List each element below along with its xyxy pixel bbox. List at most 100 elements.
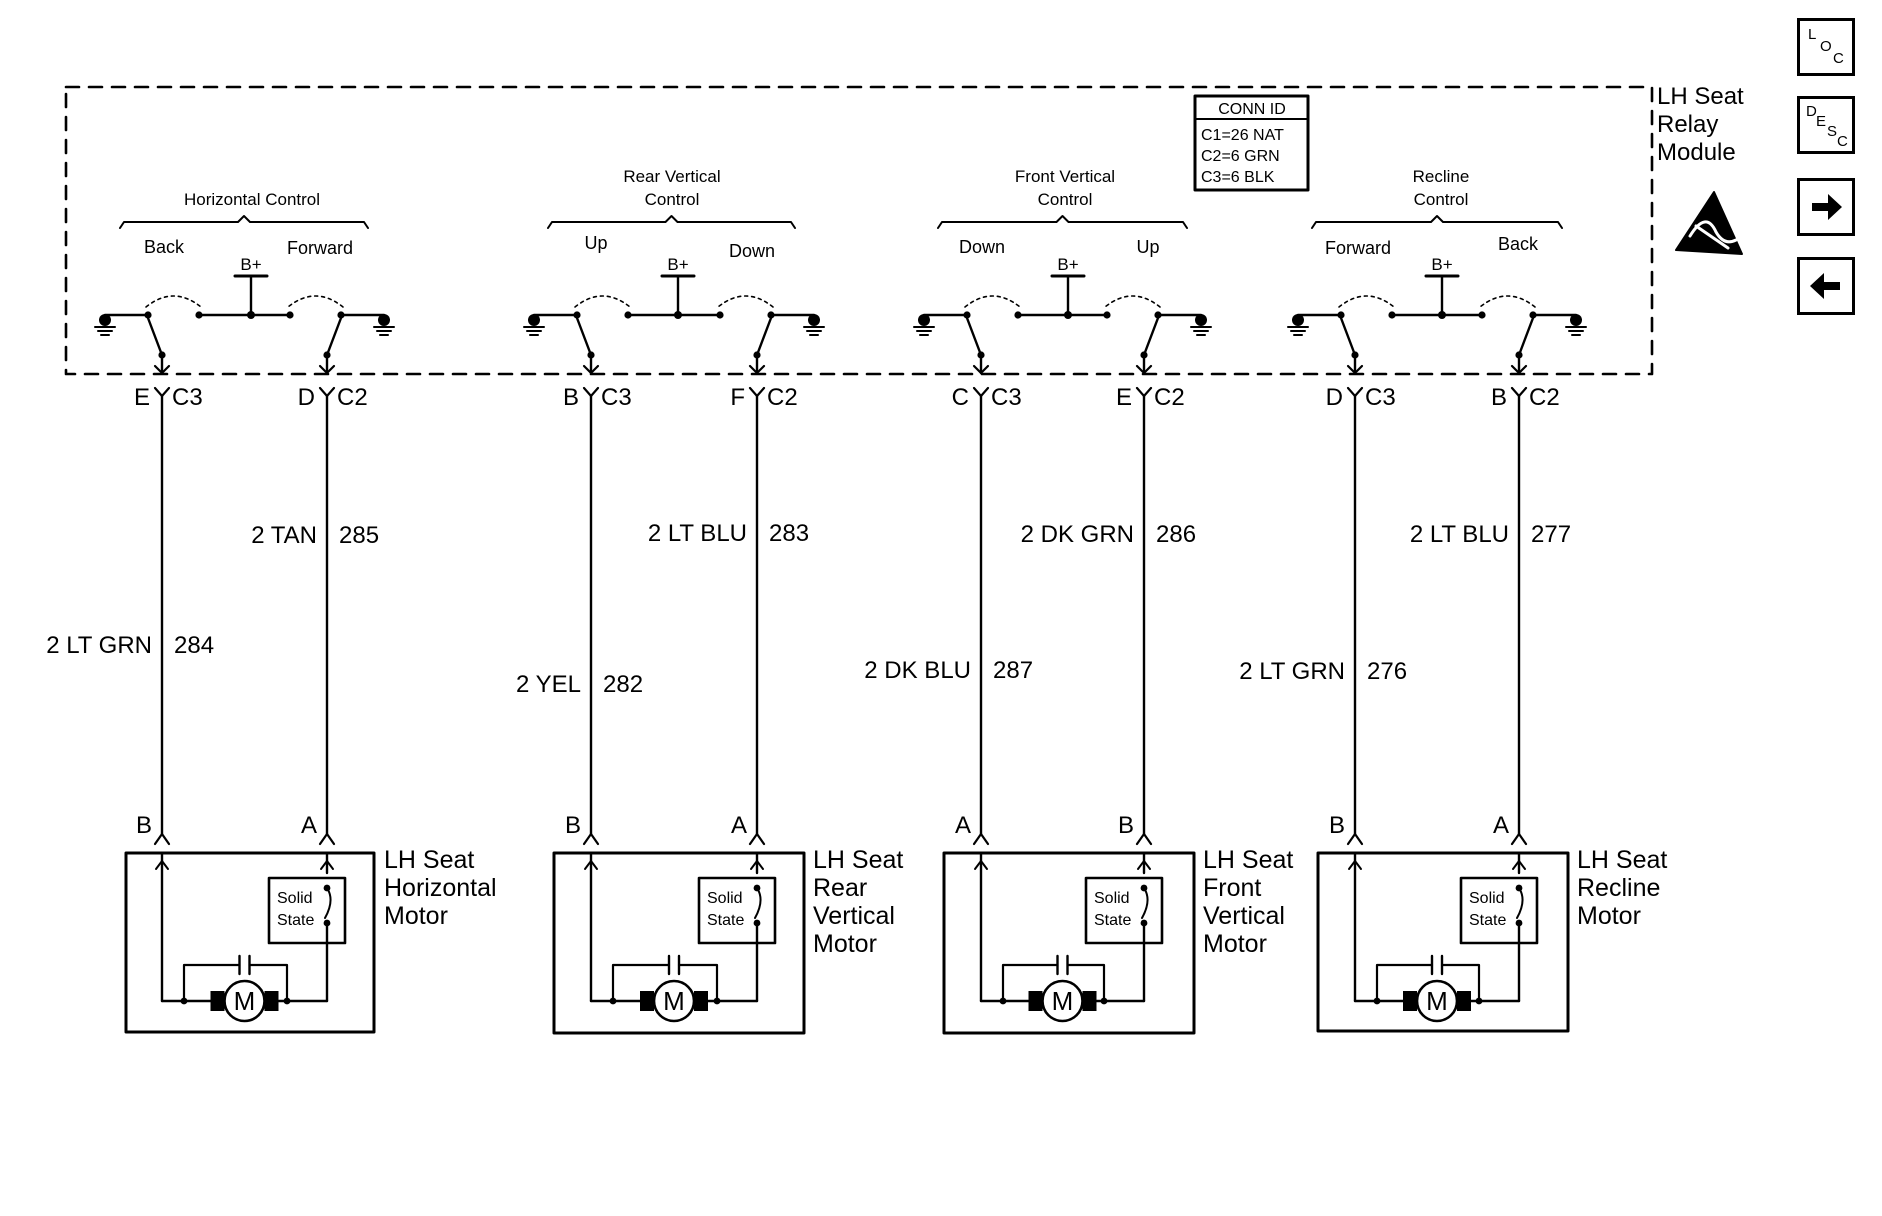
motor-brush (1403, 991, 1417, 1011)
motor-brush (1457, 991, 1471, 1011)
ground-icon (99, 314, 111, 326)
relay-coil-link (717, 295, 774, 308)
solid-state-box (697, 876, 777, 945)
relay-out-arrow (1346, 364, 1364, 375)
ground-icon (918, 314, 930, 326)
desc-letter-e: E (1816, 113, 1827, 130)
circuit-number-label: 285 (339, 522, 379, 549)
control-label: Front Vertical (1015, 167, 1115, 186)
module-name-line: LH Seat (1657, 83, 1744, 110)
b-plus-junction (1438, 311, 1446, 319)
desc-button[interactable]: D E S C (1797, 96, 1855, 154)
ground-icon (528, 314, 540, 326)
motor-label-line: Motor (813, 930, 877, 958)
relay-out-arrow (318, 364, 336, 375)
loc-button[interactable]: L O C (1797, 18, 1855, 76)
relay-out-arrow (748, 364, 766, 375)
motor-icon (223, 979, 266, 1023)
relay-contact-nc (1154, 311, 1162, 319)
conn-id-row: C1=26 NAT (1201, 127, 1284, 144)
capacitor-lead (1001, 963, 1059, 1003)
next-button[interactable] (1797, 178, 1855, 236)
module-pin-label: B (1491, 384, 1507, 411)
internal-arrow (974, 860, 988, 870)
solid-state-label: State (1469, 912, 1506, 929)
module-pin-label: C (952, 384, 969, 411)
module-name-line: Module (1657, 139, 1736, 166)
relay-switch-arm (146, 316, 164, 357)
connector-label: C3 (991, 384, 1022, 411)
relay-contact-nc (337, 311, 345, 319)
loc-letter-l: L (1808, 26, 1817, 43)
left-arrow-icon (1810, 273, 1840, 299)
b-plus-junction (674, 311, 682, 319)
motor-pin-label: B (136, 812, 152, 839)
solid-state-switch (1141, 887, 1149, 919)
wire-color-label: 2 LT BLU (1410, 521, 1509, 548)
relay-module-outline (64, 85, 1654, 376)
prev-button[interactable] (1797, 257, 1855, 315)
motor-connector-mark (1135, 832, 1153, 846)
motor-connector-mark (318, 832, 336, 846)
solid-state-label: State (1094, 912, 1131, 929)
direction-label-right: Up (1136, 237, 1159, 257)
wire-color-label: 2 DK GRN (1021, 521, 1134, 548)
relay-switch-arm (755, 316, 773, 357)
module-pin-label: F (730, 384, 745, 411)
circuit-number-label: 276 (1367, 658, 1407, 685)
motor-brush (1082, 991, 1097, 1011)
wire-color-label: 2 YEL (516, 671, 581, 698)
b-plus-label: B+ (1431, 255, 1452, 274)
solid-state-label: Solid (277, 890, 313, 907)
module-pin-label: B (563, 384, 579, 411)
internal-arrow (155, 860, 169, 870)
control-brace (547, 215, 796, 229)
connector-label: C3 (1365, 384, 1396, 411)
relay-coil-link (287, 295, 344, 308)
motor-brush (1028, 991, 1043, 1011)
control-label: Control (645, 190, 700, 209)
connector-label: C2 (767, 384, 798, 411)
esd-slash (1694, 224, 1730, 250)
module-pin-label: D (298, 384, 315, 411)
motor-icon (652, 979, 696, 1023)
b-plus-label: B+ (240, 255, 261, 274)
internal-arrow (750, 860, 764, 870)
ground-icon (1570, 314, 1582, 326)
capacitor-lead (248, 963, 289, 1003)
solid-state-switch (754, 887, 762, 919)
control-label: Recline (1413, 167, 1470, 186)
desc-letter-s: S (1827, 123, 1838, 140)
relay-switch-arm (1142, 316, 1160, 357)
capacitor-lead (182, 963, 241, 1003)
relay-switch-arm (965, 316, 983, 357)
motor-pin-label: A (301, 812, 317, 839)
connector-label: C2 (1529, 384, 1560, 411)
circuit-number-label: 283 (769, 520, 809, 547)
capacitor-lead (611, 963, 671, 1003)
connector-label: C2 (337, 384, 368, 411)
motor-connector-mark (972, 832, 990, 846)
motor-label-line: LH Seat (813, 846, 903, 874)
relay-out-arrow (972, 364, 990, 375)
control-brace (1311, 215, 1563, 229)
motor-brush (210, 991, 225, 1011)
esd-hand (1688, 220, 1738, 244)
connector-label: C2 (1154, 384, 1185, 411)
circuit-number-label: 286 (1156, 521, 1196, 548)
motor-connector-mark (748, 832, 766, 846)
motor-box (1316, 851, 1570, 1033)
solid-state-box (1459, 876, 1539, 945)
internal-arrow (1512, 860, 1526, 870)
direction-label-right: Forward (287, 238, 353, 258)
connector-label: C3 (172, 384, 203, 411)
capacitor-lead (677, 963, 719, 1003)
control-label: Horizontal Control (184, 190, 320, 209)
motor-label-line: Motor (1577, 902, 1641, 930)
relay-contact-nc (573, 311, 581, 319)
motor-label-line: Rear (813, 874, 867, 902)
internal-arrow (320, 860, 334, 870)
b-plus-junction (1064, 311, 1072, 319)
relay-coil-link (574, 295, 631, 308)
motor-label-line: Vertical (1203, 902, 1285, 930)
